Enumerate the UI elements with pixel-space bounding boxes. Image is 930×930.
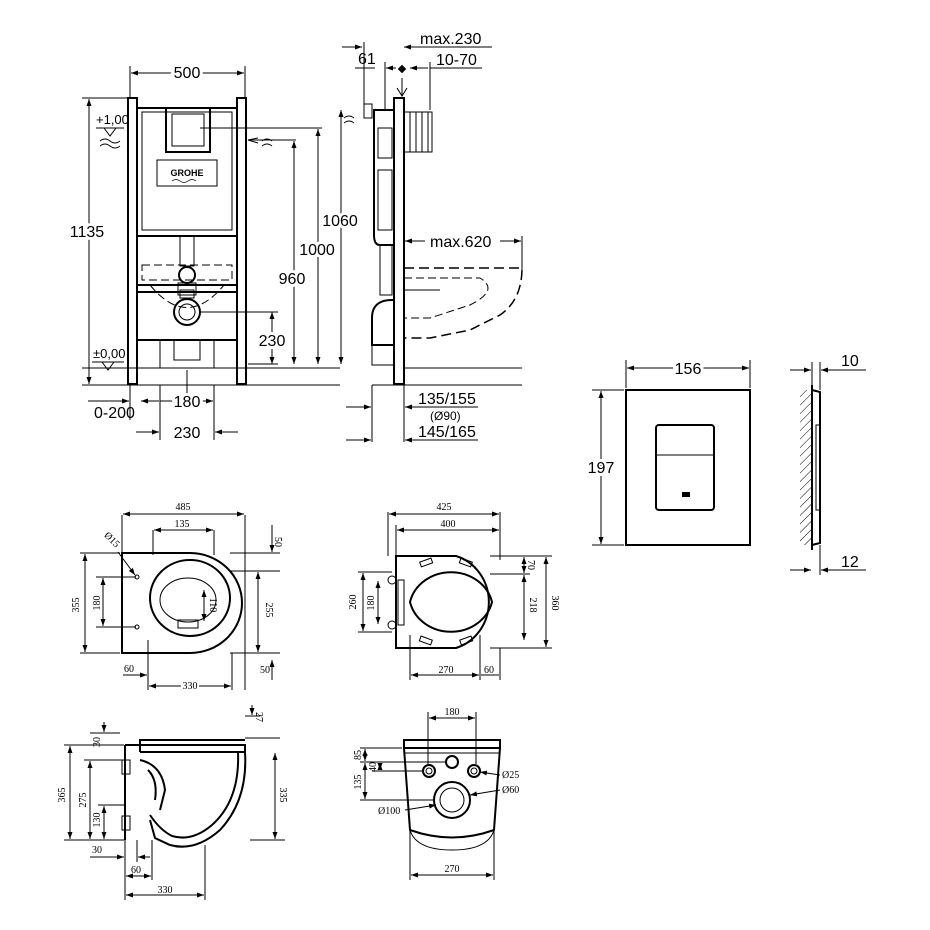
dim-260: 260 — [348, 595, 359, 610]
dim-197: 197 — [588, 460, 615, 477]
dim-330-bowl: 330 — [183, 681, 198, 692]
dim-61: 61 — [358, 51, 376, 68]
dim-d15: Ø15 — [102, 530, 122, 550]
dim-70: 70 — [525, 560, 536, 570]
dim-230-height: 230 — [259, 333, 286, 350]
dim-400: 400 — [441, 519, 456, 530]
dim-27: 27 — [253, 712, 264, 722]
grohe-logo: GROHE — [170, 168, 204, 183]
dim-1000: 1000 — [299, 242, 335, 259]
dim-30-bottom: 30 — [92, 845, 102, 856]
dim-335: 335 — [277, 788, 288, 803]
flush-plate-front: 156 197 — [585, 358, 751, 546]
dim-485: 485 — [176, 502, 191, 513]
dim-365: 365 — [57, 788, 68, 803]
seat-top-view: 425 400 260 180 70 218 360 270 60 — [348, 502, 560, 680]
dim-40: 40 — [368, 762, 379, 772]
dim-0-200: 0-200 — [94, 405, 135, 422]
dim-d100: Ø100 — [378, 806, 400, 817]
dim-180-back: 180 — [445, 707, 460, 718]
dim-355: 355 — [71, 598, 82, 613]
dim-12: 12 — [841, 554, 859, 571]
dim-max-620: max.620 — [430, 234, 491, 251]
dim-255: 255 — [263, 603, 274, 618]
dim-50-top: 50 — [272, 537, 283, 547]
dim-425: 425 — [437, 502, 452, 513]
dim-360: 360 — [549, 596, 560, 611]
frame-side-view: max.230 61 10-70 max.620 135/155 (Ø90) 1… — [342, 31, 523, 443]
dim-275: 275 — [78, 793, 89, 808]
dim-135: 135 — [175, 519, 190, 530]
level-zero: ±0,00 — [93, 346, 125, 361]
dim-1135: 1135 — [70, 224, 105, 241]
dim-500: 500 — [174, 65, 201, 82]
dim-85: 85 — [353, 750, 364, 760]
dim-10-70: 10-70 — [436, 52, 477, 69]
dim-50-bottom: 50 — [260, 665, 270, 676]
dim-145-165: 145/165 — [418, 424, 476, 441]
flush-plate-side: 10 12 — [790, 353, 866, 575]
dim-max-230: max.230 — [420, 31, 481, 48]
dim-d90: (Ø90) — [430, 409, 461, 423]
dim-60-side: 60 — [131, 865, 141, 876]
dim-1060: 1060 — [322, 213, 358, 230]
level-plus-1: +1,00 — [96, 112, 129, 127]
dim-d60: Ø60 — [502, 785, 519, 796]
dim-270-back: 270 — [445, 864, 460, 875]
dim-60-bowl: 60 — [124, 664, 134, 675]
dim-156: 156 — [675, 361, 702, 378]
dim-180-seat: 180 — [366, 596, 377, 611]
dim-180-width: 180 — [174, 394, 201, 411]
dim-960: 960 — [279, 271, 306, 288]
frame-front-view: GROHE 500 1135 +1, — [67, 62, 361, 442]
bowl-side-view: 27 30 365 275 130 335 30 60 330 — [57, 705, 288, 900]
bowl-top-view: 485 135 Ø15 50 355 180 110 255 60 330 50 — [71, 502, 283, 694]
dim-330-side: 330 — [158, 885, 173, 896]
bowl-back-view: 180 85 40 135 Ø25 Ø60 Ø100 270 — [353, 707, 519, 880]
dim-218: 218 — [527, 598, 538, 613]
dim-d25: Ø25 — [502, 770, 519, 781]
dim-270-seat: 270 — [439, 665, 454, 676]
dim-110: 110 — [207, 598, 218, 613]
grohe-brand-text: GROHE — [170, 168, 203, 178]
dim-30-top: 30 — [92, 737, 103, 747]
dim-130: 130 — [92, 813, 103, 828]
dim-135-155: 135/155 — [418, 391, 476, 408]
dim-180-bowl: 180 — [92, 596, 103, 611]
dim-230-width: 230 — [174, 425, 201, 442]
dim-135-back: 135 — [353, 775, 364, 790]
dim-10: 10 — [841, 353, 859, 370]
dim-60-seat: 60 — [484, 665, 494, 676]
